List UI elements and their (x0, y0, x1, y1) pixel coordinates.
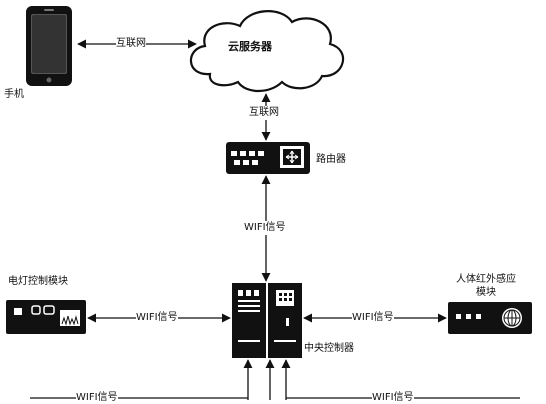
central-label: 中央控制器 (304, 343, 354, 355)
edge-label-router-central: WIFI信号 (244, 221, 286, 235)
control-box-icon (6, 300, 86, 334)
edge-label-bottom-right: WIFI信号 (372, 392, 414, 404)
light-module-label: 电灯控制模块 (8, 276, 68, 288)
edge-label-cloud-router: 互联网 (249, 106, 279, 120)
ir-module-label-line2: 模块 (476, 287, 496, 299)
sensor-box-icon (448, 302, 532, 334)
ir-module-label-line1: 人体红外感应 (456, 274, 516, 286)
edge-label-light-central: WIFI信号 (136, 312, 178, 324)
phone-label: 手机 (4, 89, 24, 101)
smartphone-icon (26, 6, 72, 86)
edge-label-bottom-left: WIFI信号 (76, 392, 118, 404)
router-label: 路由器 (316, 154, 346, 166)
edge-label-phone-cloud: 互联网 (116, 38, 146, 50)
cloud-icon (189, 10, 345, 93)
server-cabinet-icon (232, 283, 302, 358)
edge-label-central-ir: WIFI信号 (352, 312, 394, 324)
router-icon (226, 142, 310, 174)
cloud-label: 云服务器 (228, 40, 272, 53)
